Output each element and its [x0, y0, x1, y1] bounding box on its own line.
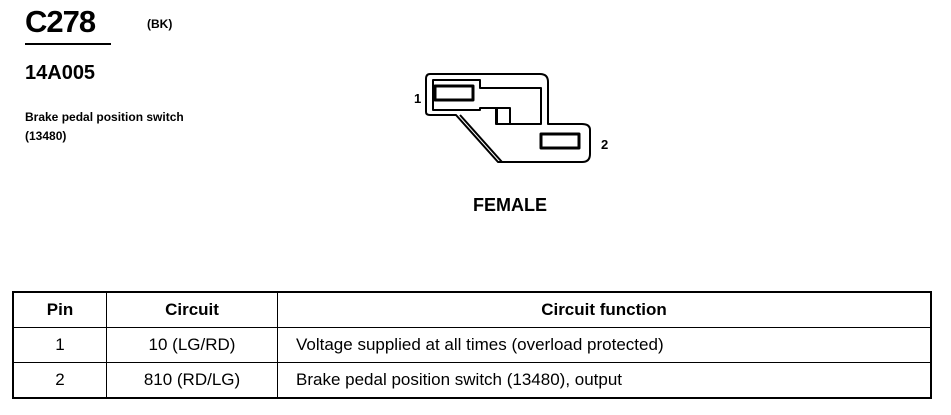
part-number: 14A005: [25, 62, 96, 84]
cell-circuit-function: Voltage supplied at all times (overload …: [277, 327, 932, 363]
table-header-row: Pin Circuit Circuit function: [12, 291, 932, 328]
pin-table: Pin Circuit Circuit function 1 10 (LG/RD…: [12, 291, 932, 399]
cell-circuit-function: Brake pedal position switch (13480), out…: [277, 362, 932, 399]
connector-description: Brake pedal position switch (13480): [25, 110, 184, 143]
pin-2-label: 2: [601, 137, 609, 152]
connector-id: C278: [25, 4, 96, 39]
connector-gender-label: FEMALE: [473, 195, 547, 215]
connector-id-underline: [25, 43, 111, 45]
header-pin: Pin: [12, 291, 107, 328]
cell-pin: 1: [12, 327, 107, 363]
table-row: 2 810 (RD/LG) Brake pedal position switc…: [12, 362, 932, 399]
pin-1-label: 1: [414, 91, 422, 106]
connector-housing-outline: [425, 73, 591, 163]
color-code: (BK): [147, 17, 173, 31]
cell-circuit: 10 (LG/RD): [106, 327, 278, 363]
terminal-1: [433, 84, 475, 102]
connector-key: [495, 107, 511, 125]
header-circuit-function: Circuit function: [277, 291, 932, 328]
cell-pin: 2: [12, 362, 107, 399]
table-row: 1 10 (LG/RD) Voltage supplied at all tim…: [12, 327, 932, 363]
header-circuit: Circuit: [106, 291, 278, 328]
connector-face-diagram: [425, 73, 591, 163]
connector-diagonal-edge: [459, 114, 503, 163]
terminal-2: [539, 132, 581, 150]
cell-circuit: 810 (RD/LG): [106, 362, 278, 399]
